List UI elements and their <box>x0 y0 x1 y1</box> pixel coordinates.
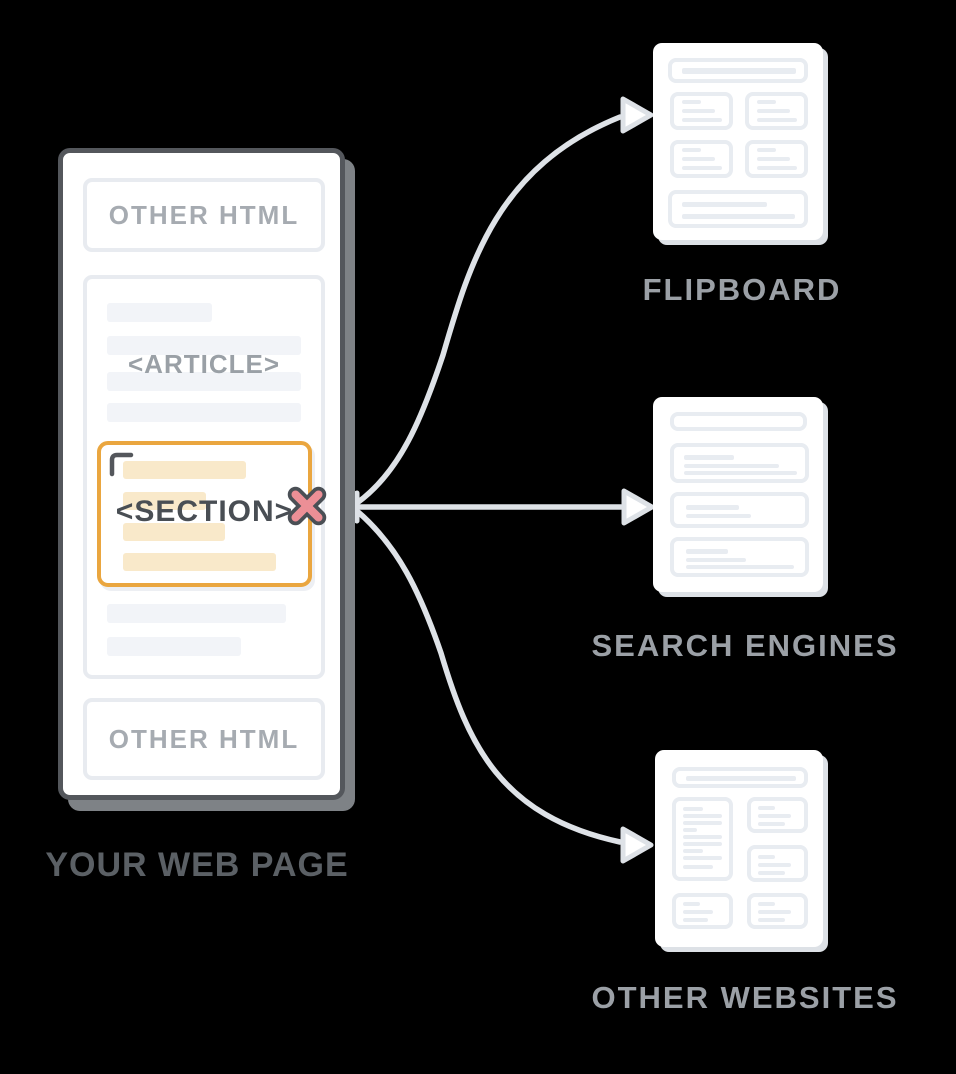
thumb-tile <box>670 140 733 178</box>
your-web-page-caption: YOUR WEB PAGE <box>45 846 349 884</box>
result-box <box>670 537 809 577</box>
arrowhead-search-engines <box>621 488 655 526</box>
thumb-tile <box>747 797 808 833</box>
thumb-article-box <box>672 797 733 881</box>
other-html-top-label: OTHER HTML <box>108 199 300 230</box>
text-placeholder-bar <box>107 336 301 355</box>
thumb-tile <box>747 893 808 929</box>
thumb-bar <box>683 842 722 846</box>
x-cross-icon <box>287 486 327 526</box>
thumb-bar <box>686 776 796 781</box>
other-websites-thumbnail <box>655 750 823 947</box>
other-html-bottom-block: OTHER HTML <box>83 698 325 780</box>
corner-bracket-icon <box>109 452 134 477</box>
thumb-bar <box>757 118 797 122</box>
section-placeholder-bar <box>123 461 246 479</box>
thumb-bar <box>686 505 739 510</box>
thumb-bar <box>758 918 785 922</box>
text-placeholder-bar <box>107 303 212 322</box>
thumb-bar <box>758 806 775 810</box>
article-block: <ARTICLE> <SECTION> <box>83 275 325 679</box>
thumb-tile <box>745 140 808 178</box>
thumb-bar <box>686 558 746 562</box>
thumb-bar <box>686 565 794 569</box>
thumb-bar <box>684 464 779 468</box>
text-placeholder-bar <box>107 637 241 656</box>
thumb-bar <box>683 835 722 839</box>
thumb-tile <box>672 893 733 929</box>
thumb-bar <box>758 855 775 859</box>
other-html-bottom-label: OTHER HTML <box>108 723 300 754</box>
flipboard-label: FLIPBOARD <box>642 272 842 307</box>
arrowhead-other-websites <box>620 826 654 864</box>
thumb-bar <box>686 549 728 554</box>
thumb-bar <box>758 822 785 826</box>
thumb-bar <box>757 157 790 161</box>
result-box <box>670 443 809 483</box>
thumb-bar <box>682 100 701 104</box>
search-bar-box <box>670 412 807 431</box>
section-placeholder-bar <box>123 492 206 510</box>
thumb-bar <box>682 214 795 219</box>
thumb-bar <box>757 109 790 113</box>
thumb-bar <box>758 871 785 875</box>
thumb-bar <box>683 910 713 914</box>
thumb-bar <box>758 863 791 867</box>
your-web-page-panel: OTHER HTML <ARTICLE> <SECTION> OTHE <box>58 148 345 800</box>
thumb-header-box <box>672 767 808 788</box>
thumb-bar <box>758 814 791 818</box>
thumb-bar <box>682 118 722 122</box>
search-engines-thumbnail <box>653 397 823 592</box>
arrowhead-flipboard <box>620 96 654 134</box>
thumb-footer-box <box>668 190 808 228</box>
section-placeholder-bar <box>123 523 225 541</box>
thumb-bar <box>683 807 703 811</box>
thumb-bar <box>683 902 700 906</box>
section-tag-label: <SECTION> <box>115 495 294 528</box>
article-tag-label: <ARTICLE> <box>127 349 281 379</box>
flipboard-thumbnail <box>653 43 823 240</box>
thumb-bar <box>757 166 797 170</box>
text-placeholder-bar <box>107 372 301 391</box>
search-engines-label: SEARCH ENGINES <box>591 628 899 663</box>
thumb-bar <box>683 865 713 869</box>
result-box <box>670 492 809 528</box>
section-placeholder-bar <box>123 553 276 571</box>
thumb-bar <box>686 514 751 518</box>
thumb-tile <box>747 845 808 882</box>
thumb-bar <box>758 902 775 906</box>
thumb-bar <box>684 471 797 475</box>
thumb-bar <box>682 166 722 170</box>
thumb-bar <box>683 856 722 860</box>
thumb-bar <box>758 910 791 914</box>
thumb-header-box <box>668 58 808 83</box>
thumb-bar <box>682 109 715 113</box>
thumb-bar <box>683 918 708 922</box>
thumb-tile <box>745 92 808 130</box>
thumb-bar <box>757 100 776 104</box>
thumb-tile <box>670 92 733 130</box>
other-html-top-block: OTHER HTML <box>83 178 325 252</box>
thumb-bar <box>683 814 722 818</box>
thumb-bar <box>683 821 722 825</box>
thumb-bar <box>682 157 715 161</box>
thumb-bar <box>683 849 703 853</box>
text-placeholder-bar <box>107 403 301 422</box>
other-websites-label: OTHER WEBSITES <box>591 980 899 1015</box>
thumb-bar <box>757 148 776 152</box>
thumb-bar <box>682 202 767 207</box>
thumb-bar <box>683 828 697 832</box>
section-block: <SECTION> <box>97 441 312 587</box>
arrow-shaft-to-other-websites <box>354 508 623 845</box>
thumb-bar <box>684 455 734 460</box>
thumb-bar <box>682 68 796 74</box>
text-placeholder-bar <box>107 604 286 623</box>
arrow-shaft-to-flipboard <box>354 114 623 506</box>
thumb-bar <box>682 148 701 152</box>
